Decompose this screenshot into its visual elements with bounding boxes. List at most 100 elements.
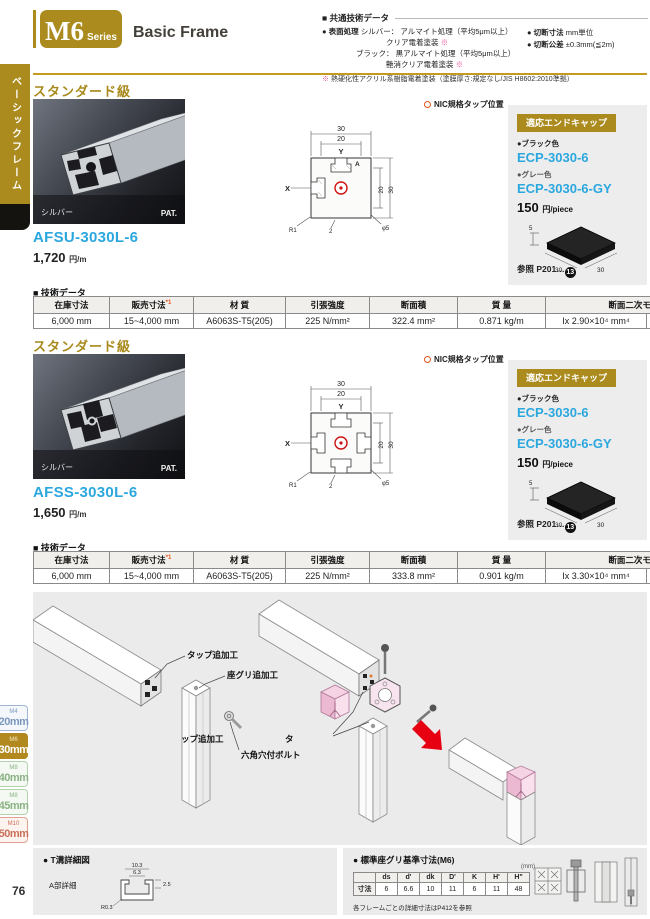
cross-section-diagram-afsu: 30 20 Y A X 20 30 R1 2 φ5 (285, 126, 395, 235)
size-tab-50mm[interactable]: M10 50mm (0, 817, 29, 843)
grade-heading: スタンダード級 (33, 339, 132, 354)
corner-cap-drawing (320, 684, 350, 720)
endcap-gray-code-link[interactable]: ECP-3030-6-GY (517, 181, 612, 196)
endcap-black-label: ●ブラック色 (517, 139, 560, 148)
series-banner: M6 Series (40, 10, 122, 48)
col-mass: 質 量 (457, 296, 546, 314)
category-tab-basic-frame[interactable]: ベーシックフレーム (0, 64, 30, 204)
cut-dim-label: ● 切断寸法 (527, 28, 564, 37)
col-d: d' (397, 872, 420, 883)
black-line1: 黒アルマイト処理（平均5μm以上） (395, 48, 516, 58)
col-area: 断面積 (369, 551, 458, 569)
size-tab-list: M4 20mm M6 30mm M8 40mm M8 45mm M10 50mm (0, 705, 29, 845)
tensile-value: 225 N/mm² (285, 313, 370, 329)
endcap-gray-code-link[interactable]: ECP-3030-6-GY (517, 436, 612, 451)
endcap-price-unit: 円/piece (542, 205, 574, 214)
endcap-drawing: 5 30 30 (529, 226, 618, 274)
hex-socket-bolt-label: 六角穴付ボルト (241, 750, 301, 760)
dim-h-outer: 30 (388, 441, 395, 449)
dim-hole: φ5 (382, 226, 390, 232)
endcap-reference[interactable]: 参照 P201…13 (517, 518, 576, 533)
product-code-link[interactable]: AFSU-3030L-6 (33, 229, 139, 246)
endcap-black-code-link[interactable]: ECP-3030-6 (517, 405, 589, 420)
endcap-badge: 適応エンドキャップ (517, 114, 617, 132)
surface-label: ● 表面処理 (322, 27, 359, 36)
heading-rule (395, 17, 648, 19)
size-tab-size: 30mm (0, 743, 29, 756)
size-tab-45mm[interactable]: M8 45mm (0, 789, 29, 815)
tslot-radius: R0.3 (101, 905, 113, 910)
category-tab-end-cap (0, 204, 30, 230)
d-value: 6.6 (397, 882, 420, 896)
result-arrow-icon (412, 720, 442, 750)
endcap-price-unit: 円/piece (542, 460, 574, 469)
size-tab-20mm[interactable]: M4 20mm (0, 705, 29, 731)
tech-data-row: 6,000 mm 15~4,000 mm A6063S-T5(205) 225 … (33, 313, 650, 329)
footnote-ref: *1 (165, 555, 172, 562)
dim-r1: R1 (289, 228, 297, 234)
counterbore-panel: ● 標準座グリ基準寸法(M6) (mm) ds d' dk D' K H' H"… (343, 848, 647, 915)
price-unit: 円/m (69, 510, 87, 519)
tslot-heading: ● T溝詳細図 (43, 855, 90, 865)
col-sales: 販売寸法*1 (109, 551, 194, 569)
col-stock: 在庫寸法 (33, 296, 110, 314)
H2-value: 48 (507, 882, 530, 896)
mass-value: 0.901 kg/m (457, 568, 546, 584)
size-tab-40mm[interactable]: M8 40mm (0, 761, 29, 787)
tech-data-heading: ■ 技術データ (33, 543, 86, 553)
extrusion-photo-drawing (33, 106, 222, 224)
screw-drawing (381, 644, 437, 723)
col-D: D' (441, 872, 464, 883)
moment-iy-value: Iy 3.30×10⁴ mm⁴ (645, 568, 650, 584)
endcap-dim-w: 30 (555, 522, 563, 528)
series-name: M6 (44, 16, 84, 46)
endcap-panel: 適応エンドキャップ ●ブラック色 ECP-3030-6 ●グレー色 ECP-30… (508, 105, 647, 285)
tech-data-table: 在庫寸法 販売寸法*1 材 質 引張強度 断面積 質 量 断面二次モーメント 6… (33, 551, 650, 584)
material-value: A6063S-T5(205) (193, 568, 286, 584)
nic-ring-icon (424, 101, 431, 108)
tap-machining-label-1: タップ追加工 (187, 650, 239, 660)
area-value: 333.8 mm² (369, 568, 458, 584)
product-code-link[interactable]: AFSS-3030L-6 (33, 484, 138, 501)
product-photo-afss: シルバー PAT. (33, 354, 222, 479)
post-drawing (181, 679, 211, 809)
dim-h-inner: 20 (378, 441, 385, 449)
col-tensile: 引張強度 (285, 296, 370, 314)
size-tab-thread: M10 (7, 820, 20, 827)
category-tab-label: ベーシックフレーム (9, 75, 21, 193)
endcap-black-code-link[interactable]: ECP-3030-6 (517, 150, 589, 165)
cross-section-diagram-afss: 30 20 Y X 20 30 R1 2 φ5 (285, 381, 395, 490)
stock-value: 6,000 mm (33, 568, 110, 584)
page-number: 76 (12, 884, 26, 898)
moment-ix-value: Ix 3.30×10⁴ mm⁴ (545, 568, 647, 584)
ref-page: P201… (536, 519, 565, 529)
corner-cell (353, 872, 376, 883)
footnote-ref: *1 (165, 300, 172, 307)
col-sales: 販売寸法*1 (109, 296, 194, 314)
nic-label: NIC規格タップ位置 (434, 100, 504, 109)
dim-width: 30 (337, 381, 345, 388)
axis-y-label: Y (338, 147, 343, 156)
footnote-mark: ※ (455, 59, 464, 69)
cut-dim-value: mm単位 (565, 28, 594, 37)
unit-label: (mm) (521, 864, 535, 870)
dim-h-outer: 30 (388, 186, 395, 194)
axis-y-label: Y (338, 402, 343, 411)
size-tab-30mm-active[interactable]: M6 30mm (0, 733, 29, 759)
endcap-dim-h: 5 (529, 226, 533, 232)
price-unit: 円/m (69, 255, 87, 264)
D-value: 11 (441, 882, 464, 896)
size-tab-size: 50mm (0, 827, 29, 840)
beam-drawing (258, 599, 380, 697)
series-word: Series (86, 32, 117, 43)
page-title: Basic Frame (133, 24, 229, 41)
tech-data-row: 6,000 mm 15~4,000 mm A6063S-T5(205) 225 … (33, 568, 650, 584)
product-price: 1,650 円/m (33, 505, 87, 520)
dim-r1: R1 (289, 483, 297, 489)
endcap-reference[interactable]: 参照 P201…13 (517, 263, 576, 278)
moment-iy-value: Iy 3.10×10⁴ mm⁴ (645, 313, 650, 329)
endcap-panel: 適応エンドキャップ ●ブラック色 ECP-3030-6 ●グレー色 ECP-30… (508, 360, 647, 540)
size-tab-thread: M8 (9, 764, 18, 771)
silver-name: シルバー： (360, 27, 399, 36)
